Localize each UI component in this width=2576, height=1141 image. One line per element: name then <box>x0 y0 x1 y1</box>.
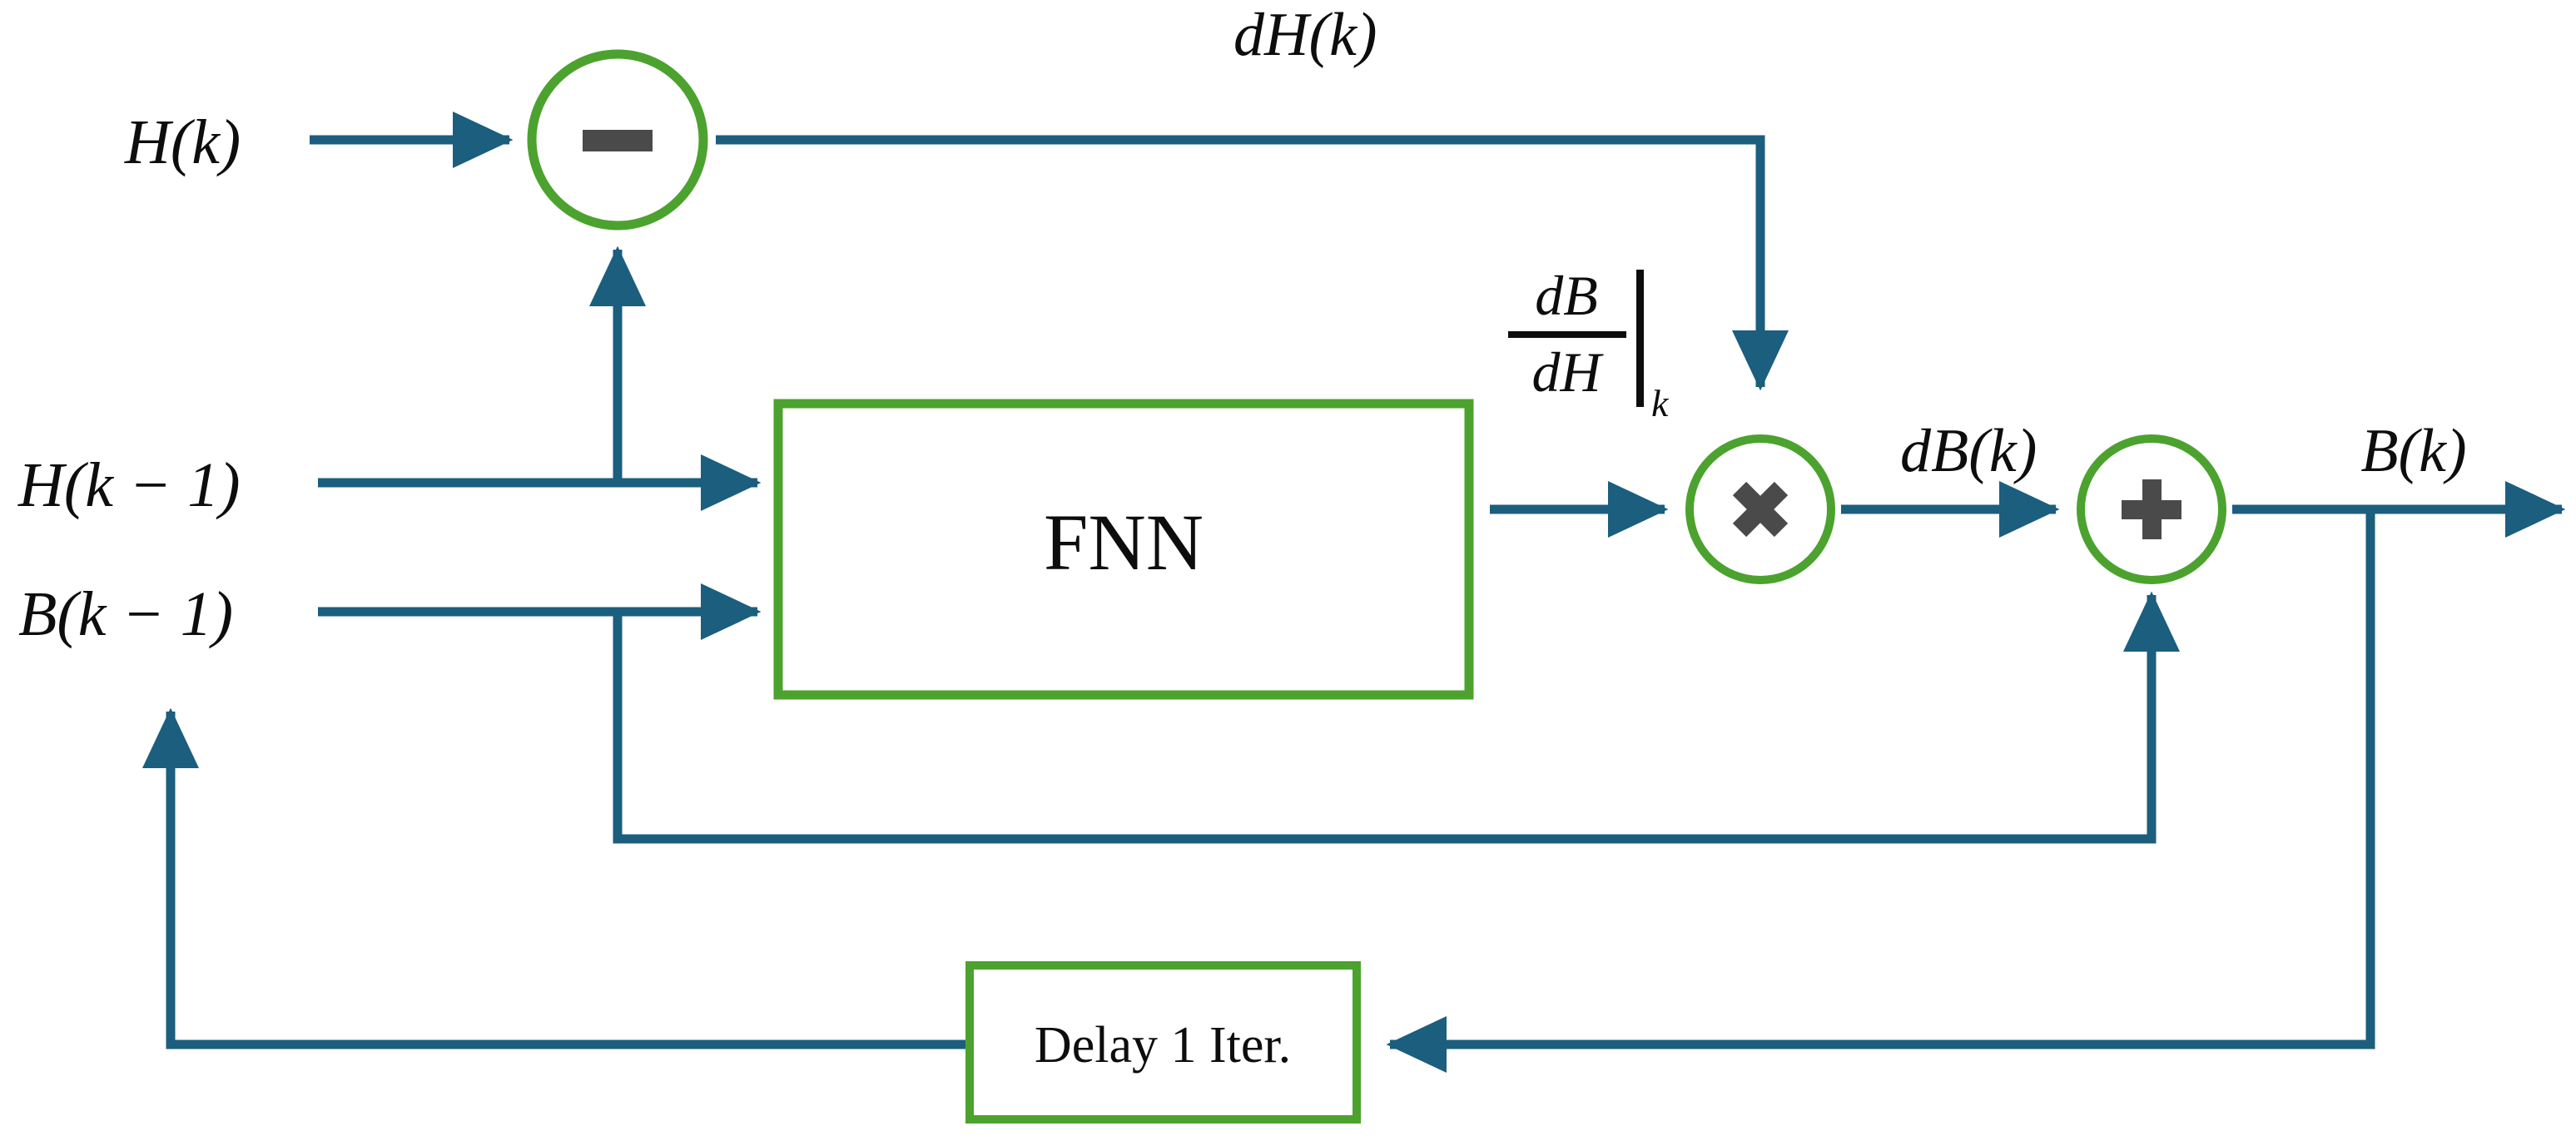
multiply-icon <box>1732 481 1789 538</box>
edge-delay-to-bk1 <box>141 707 970 1049</box>
derivative-subscript: k <box>1651 382 1670 424</box>
evaluation-bar-icon <box>1636 270 1644 407</box>
input-label-h-k-1: H(k − 1) <box>17 450 241 520</box>
output-label-b-k: B(k) <box>2360 417 2466 485</box>
edge-output-to-delay <box>1386 509 2375 1074</box>
add-node[interactable] <box>2077 434 2226 584</box>
derivative-label: dB dH k <box>1508 264 1670 424</box>
derivative-numerator: dB <box>1535 264 1598 327</box>
minus-icon <box>583 130 653 151</box>
input-label-h-k: H(k) <box>124 107 241 177</box>
edge-subtract-to-multiply <box>716 135 1789 391</box>
delay-block-label: Delay 1 Iter. <box>1035 1017 1291 1074</box>
multiply-node[interactable] <box>1685 434 1835 584</box>
signal-label-db-k: dB(k) <box>1900 417 2037 485</box>
fnn-block-label: FNN <box>1044 498 1204 587</box>
delay-block[interactable]: Delay 1 Iter. <box>965 961 1361 1124</box>
fraction-bar <box>1508 331 1626 338</box>
plus-icon <box>2122 479 2181 539</box>
subtract-node[interactable] <box>527 49 708 231</box>
derivative-denominator: dH <box>1531 340 1604 404</box>
edge-feedback-to-add <box>613 591 2181 844</box>
delay-block-border <box>965 961 1361 1124</box>
input-label-b-k-1: B(k − 1) <box>18 579 233 649</box>
fnn-block-border <box>773 399 1474 700</box>
fnn-block[interactable]: FNN <box>773 399 1474 700</box>
signal-label-dh-k: dH(k) <box>1233 1 1377 69</box>
